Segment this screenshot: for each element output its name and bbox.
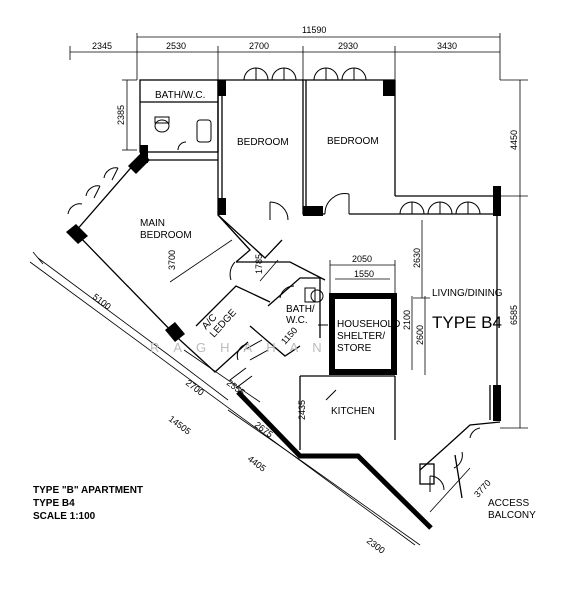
dim-shelter-a: 2100 — [402, 310, 412, 330]
label-main-bedroom-2: BEDROOM — [140, 230, 192, 241]
column — [218, 80, 226, 96]
dim-top-2: 2530 — [166, 41, 186, 51]
column — [128, 152, 150, 174]
label-bath-top: BATH/W.C. — [155, 90, 205, 101]
label-main-bedroom-1: MAIN — [140, 218, 165, 229]
legend-subtype: TYPE B4 — [33, 498, 75, 509]
label-household-3: STORE — [337, 343, 372, 354]
label-household-1: HOUSEHOLD — [337, 319, 400, 330]
fixtures — [154, 116, 328, 326]
label-access-2: BALCONY — [488, 510, 536, 521]
dim-kitchen: 2435 — [297, 400, 307, 420]
column — [165, 322, 185, 342]
dim-diag-4405: 4405 — [246, 454, 268, 474]
dim-living: 2630 — [412, 248, 422, 268]
dim-left-bath: 2385 — [116, 105, 126, 125]
dim-top-4: 2930 — [338, 41, 358, 51]
column — [493, 186, 501, 216]
dim-total: 11590 — [302, 25, 326, 35]
dim-right-upper: 4450 — [509, 130, 519, 150]
label-bedroom-2: BEDROOM — [327, 136, 379, 147]
dim-top-3: 2700 — [249, 41, 269, 51]
diagonal-dimension-lines — [29, 239, 471, 546]
label-kitchen: KITCHEN — [331, 406, 375, 417]
column — [303, 206, 323, 216]
legend-type: TYPE "B" APARTMENT — [33, 485, 144, 496]
column — [493, 385, 501, 421]
dim-diag-14505: 14505 — [167, 414, 193, 437]
structural-walls[interactable] — [66, 80, 501, 421]
doors-windows — [67, 67, 481, 492]
dim-balcony: 3770 — [472, 478, 493, 500]
dim-top-5: 3430 — [437, 41, 457, 51]
dim-right-lower: 6585 — [509, 305, 519, 325]
household-shelter-walls — [329, 293, 397, 375]
label-bath-mid-1: BATH/ — [286, 304, 315, 315]
dim-diag-2300: 2300 — [365, 536, 387, 556]
dim-top-1: 2345 — [92, 41, 112, 51]
label-access-1: ACCESS — [488, 498, 529, 509]
label-type-b4: TYPE B4 — [432, 313, 502, 332]
dim-shelter-b: 2600 — [415, 325, 425, 345]
label-household-2: SHELTER/ — [337, 331, 385, 342]
column — [218, 198, 226, 215]
column — [66, 224, 88, 244]
dim-shelter-outer: 2050 — [352, 254, 372, 264]
exterior-heavy-wall — [236, 390, 433, 530]
dim-master: 3700 — [167, 250, 177, 270]
watermark: RAGHAHAN — [150, 340, 336, 355]
dim-diag-2675: 2675 — [253, 420, 275, 440]
column — [383, 80, 395, 96]
dim-corridor: 1785 — [254, 254, 264, 274]
plan-legend: TYPE "B" APARTMENT TYPE B4 SCALE 1:100 — [33, 484, 143, 523]
top-dimension-lines — [69, 33, 528, 429]
dim-shelter-inner: 1550 — [354, 269, 374, 279]
label-bedroom-1: BEDROOM — [237, 137, 289, 148]
legend-scale: SCALE 1:100 — [33, 511, 96, 522]
label-living-dining: LIVING/DINING — [432, 288, 503, 299]
label-bath-mid-2: W.C. — [286, 315, 308, 326]
